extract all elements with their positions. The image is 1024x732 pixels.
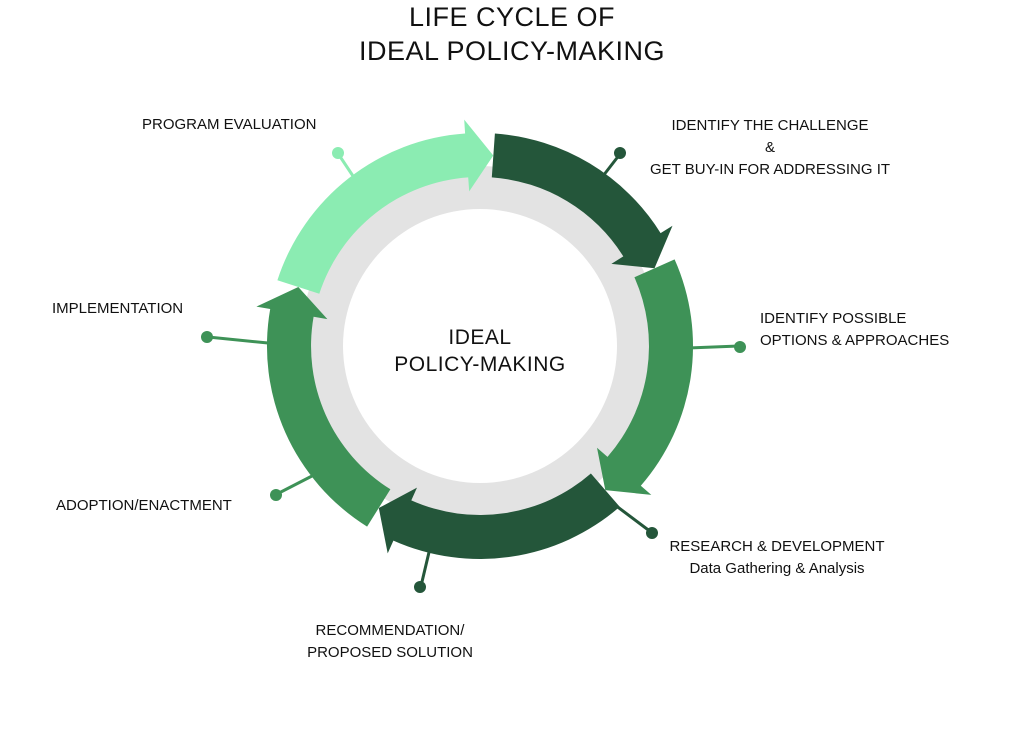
arrow-research-to-recommend [378, 473, 620, 560]
step-identify-options: IDENTIFY POSSIBLE OPTIONS & APPROACHES [760, 308, 949, 352]
step-identify-line-1: IDENTIFY THE CHALLENGE [671, 117, 869, 134]
step-research-development: RESEARCH & DEVELOPMENT Data Gathering & … [668, 536, 886, 580]
connector-adoption [270, 474, 313, 501]
step-options-line-1: IDENTIFY POSSIBLE [760, 310, 907, 327]
connector-research [614, 503, 658, 539]
step-implementation: IMPLEMENTATION [52, 298, 183, 320]
step-recommendation-line-1: RECOMMENDATION/ [315, 622, 465, 639]
arrow-options-to-research [597, 259, 694, 495]
step-identify-challenge: IDENTIFY THE CHALLENGE & GET BUY-IN FOR … [650, 115, 890, 181]
arrow-identify-to-options [491, 133, 673, 269]
step-identify-line-3: GET BUY-IN FOR ADDRESSING IT [650, 161, 891, 178]
connector-options [687, 341, 746, 353]
connector-implementation [201, 331, 269, 345]
center-label-line-1: IDEAL [448, 326, 512, 349]
step-adoption-enactment: ADOPTION/ENACTMENT [56, 495, 232, 517]
title-line-2: IDEAL POLICY-MAKING [358, 36, 666, 66]
step-research-line-1: RESEARCH & DEVELOPMENT [669, 538, 885, 555]
step-options-line-2: OPTIONS & APPROACHES [760, 332, 950, 349]
step-adoption-line-1: ADOPTION/ENACTMENT [56, 497, 232, 514]
step-program-evaluation: PROGRAM EVALUATION [142, 114, 316, 136]
connector-identify [601, 147, 626, 177]
step-implementation-line-1: IMPLEMENTATION [52, 300, 184, 317]
arrow-recommend-to-adoption [256, 287, 391, 527]
arrow-evaluation-to-identify [277, 119, 494, 294]
inner-hole [343, 209, 617, 483]
step-identify-line-2: & [764, 139, 775, 156]
center-label-line-2: POLICY-MAKING [394, 353, 566, 376]
step-evaluation-line-1: PROGRAM EVALUATION [142, 116, 317, 133]
connector-evaluation [332, 147, 355, 177]
step-recommendation-line-2: PROPOSED SOLUTION [307, 644, 473, 661]
step-research-line-2: Data Gathering & Analysis [689, 560, 865, 577]
step-recommendation: RECOMMENDATION/ PROPOSED SOLUTION [300, 620, 480, 664]
title-line-1: LIFE CYCLE OF [408, 2, 616, 32]
connector-recommendation [414, 547, 432, 593]
